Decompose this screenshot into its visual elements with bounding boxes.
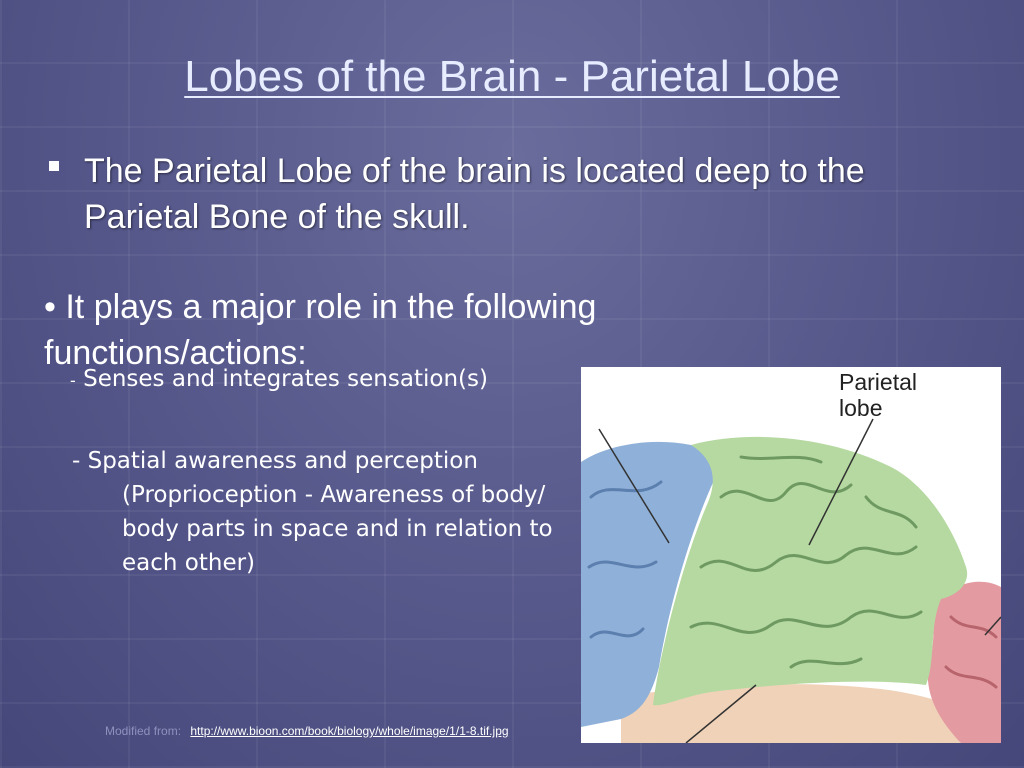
bullet-text: The Parietal Lobe of the brain is locate… (84, 152, 865, 236)
label-line: lobe (839, 395, 883, 421)
sub-item-explanation: (Proprioception - Awareness of body/ bod… (122, 482, 553, 576)
bullet-functions: • It plays a major role in the following… (44, 284, 744, 376)
parietal-lobe-label: Parietal lobe (839, 369, 959, 421)
credit-label: Modified from: (105, 724, 182, 738)
parietal-lobe-region (653, 436, 968, 706)
slide-title: Lobes of the Brain - Parietal Lobe (184, 52, 840, 101)
credit-link[interactable]: http://www.bioon.com/book/biology/whole/… (190, 724, 509, 738)
square-bullet-icon (46, 158, 62, 174)
bullet-parietal-location: The Parietal Lobe of the brain is locate… (46, 148, 966, 240)
sub-item-senses: - Senses and integrates sensation(s) (70, 366, 488, 392)
occipital-lobe-region (927, 581, 1001, 743)
sub-item-text: - Spatial awareness and perception (72, 448, 478, 474)
brain-illustration (581, 367, 1001, 743)
brain-figure: Parietal lobe (581, 367, 1001, 743)
temporal-lobe-region (621, 683, 1001, 743)
image-credit: Modified from: http://www.bioon.com/book… (105, 724, 509, 738)
sub-item-text: Senses and integrates sensation(s) (83, 366, 488, 392)
round-bullet-icon: • (44, 288, 56, 326)
sub-item-spatial-awareness: - Spatial awareness and perception (Prop… (72, 444, 592, 580)
bullet-text: It plays a major role in the following f… (44, 288, 597, 372)
label-line: Parietal (839, 369, 917, 395)
dash-marker: - (70, 371, 76, 390)
frontal-lobe-region (581, 441, 716, 727)
